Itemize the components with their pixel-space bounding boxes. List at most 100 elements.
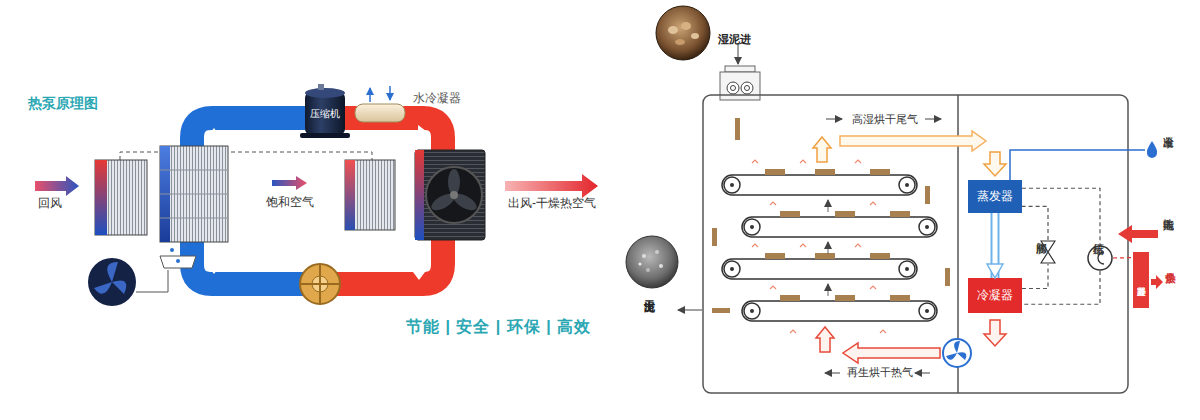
condensate-line <box>1010 141 1157 180</box>
air-up-arrow <box>828 200 829 296</box>
feed-hopper <box>745 86 750 91</box>
conveyor-belt <box>750 225 754 229</box>
evaporator-coil <box>160 146 228 242</box>
dry-sludge-photo <box>646 268 650 272</box>
refrigerant-pipe <box>205 128 223 147</box>
dry-sludge-photo <box>626 236 678 288</box>
feed-hopper <box>720 72 760 100</box>
evaporator-coil <box>160 218 228 219</box>
feed-hopper <box>731 86 736 91</box>
condenser-fan-unit <box>429 190 458 213</box>
sludge-piece <box>712 308 730 313</box>
saturated-air-arrow <box>272 176 307 190</box>
circulation-fan <box>943 339 971 367</box>
compressor-symbol <box>1098 252 1104 264</box>
refrigerant-pipe <box>411 125 430 143</box>
reheat-coil <box>345 160 355 230</box>
blower-fan <box>112 281 126 295</box>
discharge-arrow <box>678 310 702 311</box>
compressor-unit <box>305 88 345 98</box>
refrigerant-pipe <box>410 261 428 280</box>
sludge-piece <box>870 253 890 259</box>
regenerated-air-arrow <box>843 343 940 363</box>
refrigerant-pipe <box>192 118 443 284</box>
valve-symbol <box>1041 241 1055 263</box>
compressor-symbol <box>1088 246 1112 270</box>
blower-fan <box>107 262 118 282</box>
conveyor-belt <box>744 219 760 235</box>
expansion-valve-unit <box>300 264 340 304</box>
refrigerant-line <box>1113 257 1133 259</box>
refrigerant-line <box>1022 188 1100 245</box>
conveyor-belt <box>899 261 915 277</box>
refrigerant-line <box>1022 264 1048 289</box>
dry-sludge-photo <box>639 263 642 266</box>
air-up-arrow <box>828 284 829 296</box>
coil-dashed-link <box>120 152 372 160</box>
condenser-fan-unit <box>415 150 485 240</box>
heat-rise-mark <box>790 330 796 333</box>
filter-coil <box>95 160 147 235</box>
wet-sludge-photo <box>675 39 685 45</box>
water-condenser-unit <box>369 88 371 102</box>
discharge-arrow <box>678 310 702 311</box>
reheat-coil <box>345 160 395 230</box>
conveyor-belt <box>905 267 909 271</box>
refrigerant-line <box>1022 271 1100 304</box>
dryer-frame <box>703 95 1128 393</box>
compressor-body: 压缩机 <box>305 92 345 135</box>
conveyor-belt <box>905 183 909 187</box>
wet-sludge-photo <box>656 6 710 60</box>
conveyor-belt <box>730 267 734 271</box>
conveyor-belt <box>899 177 915 193</box>
refrigerant-line <box>1022 188 1100 245</box>
sludge-piece <box>815 253 835 259</box>
water-condenser-unit <box>389 86 391 100</box>
heat-rise-mark <box>880 330 886 333</box>
wet-sludge-photo <box>668 26 678 34</box>
filter-coil <box>95 160 147 235</box>
expansion-valve-unit <box>319 264 321 304</box>
condenser-fan-unit <box>415 150 485 240</box>
conveyor-belt <box>730 183 734 187</box>
feed-hopper <box>725 66 755 72</box>
blower-fan <box>136 270 168 292</box>
airflow-label: 再生烘干热气 <box>847 366 913 378</box>
condenser-box: 冷凝器 <box>968 278 1022 313</box>
sludge-piece <box>925 186 930 204</box>
water-condenser-label: 水冷凝器 <box>413 92 461 105</box>
conveyor-belt <box>919 219 935 235</box>
regenerated-air-arrow <box>915 373 930 374</box>
sludge-piece <box>735 118 740 140</box>
evaporator-coil <box>160 146 228 242</box>
conveyor-belt <box>724 261 740 277</box>
outlet-air-arrow <box>505 174 598 198</box>
sludge-piece <box>780 211 800 217</box>
dry-sludge-photo <box>655 250 659 254</box>
sludge-piece <box>815 169 835 175</box>
heat-rise-mark <box>752 160 886 333</box>
conveyor-belt <box>750 309 754 313</box>
conveyor-belt <box>724 177 740 193</box>
dryer-frame <box>703 95 1128 393</box>
drain-tray <box>170 248 174 252</box>
expansion-valve-outline <box>1040 240 1056 264</box>
slogan: 节能 | 安全 | 环保 | 高效 <box>406 318 591 336</box>
airflow-arrow <box>995 213 996 278</box>
dry-sludge-photo <box>642 254 646 258</box>
expansion-valve-unit <box>300 264 340 304</box>
wet-sludge-photo <box>691 33 699 39</box>
air-up-arrow <box>828 200 829 212</box>
power-input-arrow <box>1118 225 1158 243</box>
airflow-arrow <box>991 213 1000 278</box>
sludge-piece <box>835 211 855 217</box>
compressor-symbol-outline <box>1087 245 1113 271</box>
heat-rise-mark <box>752 244 758 247</box>
conveyor-belt <box>722 259 917 279</box>
conveyor-belt <box>722 175 937 321</box>
heat-rise-mark <box>855 160 861 163</box>
air-label: 回风 <box>38 197 62 210</box>
sludge-piece <box>945 268 950 286</box>
circulation-fan <box>954 341 960 353</box>
refrigerant-pipe <box>205 255 223 274</box>
